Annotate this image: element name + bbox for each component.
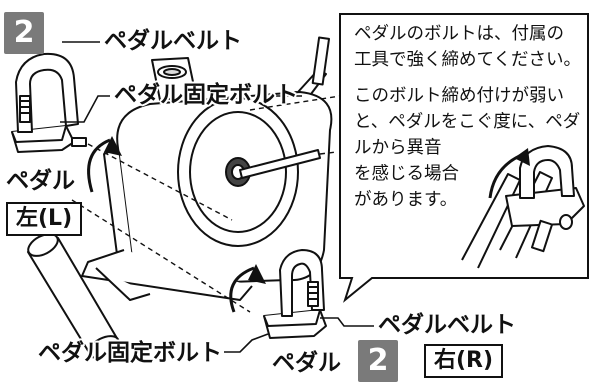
arrow-head-inset — [514, 148, 530, 166]
bike-frame — [27, 36, 333, 359]
callout-line-3: このボルト締め付けが弱い — [354, 86, 564, 106]
callout-line-1: ペダルのボルトは、付属の — [354, 24, 564, 44]
pedal-label-right: ペダル — [272, 350, 341, 376]
side-label-left: 左(L) — [6, 202, 83, 236]
pedal-belt-label-right: ペダルベルト — [378, 312, 516, 338]
step-badge-left: 2 — [4, 12, 44, 54]
callout-line-4: と、ペダルをこぐ度に、ペダ — [354, 112, 581, 132]
pedal-bolt-label-right: ペダル固定ボルト — [38, 340, 222, 366]
step-badge-right: 2 — [358, 340, 398, 382]
alignment-lines — [71, 95, 341, 313]
callout-line-6: を感じる場合 — [354, 164, 459, 184]
callout-line-5: ルから異音 — [354, 138, 442, 158]
pedal-belt-label-left: ペダルベルト — [104, 28, 242, 54]
inset-pedal-art — [461, 145, 585, 269]
leader-lines — [60, 41, 374, 353]
arrow-head-right — [248, 264, 266, 284]
callout-line-2: 工具で強く締めてください。 — [354, 50, 581, 70]
pedal-bolt-label-left: ペダル固定ボルト — [114, 82, 298, 108]
right-pedal-art — [263, 249, 327, 339]
pedal-label-left: ペダル — [6, 168, 75, 194]
callout-line-7: があります。 — [354, 190, 458, 210]
side-label-right: 右(R) — [424, 344, 504, 378]
arrow-head-left — [104, 136, 122, 156]
left-pedal-art — [11, 52, 87, 153]
